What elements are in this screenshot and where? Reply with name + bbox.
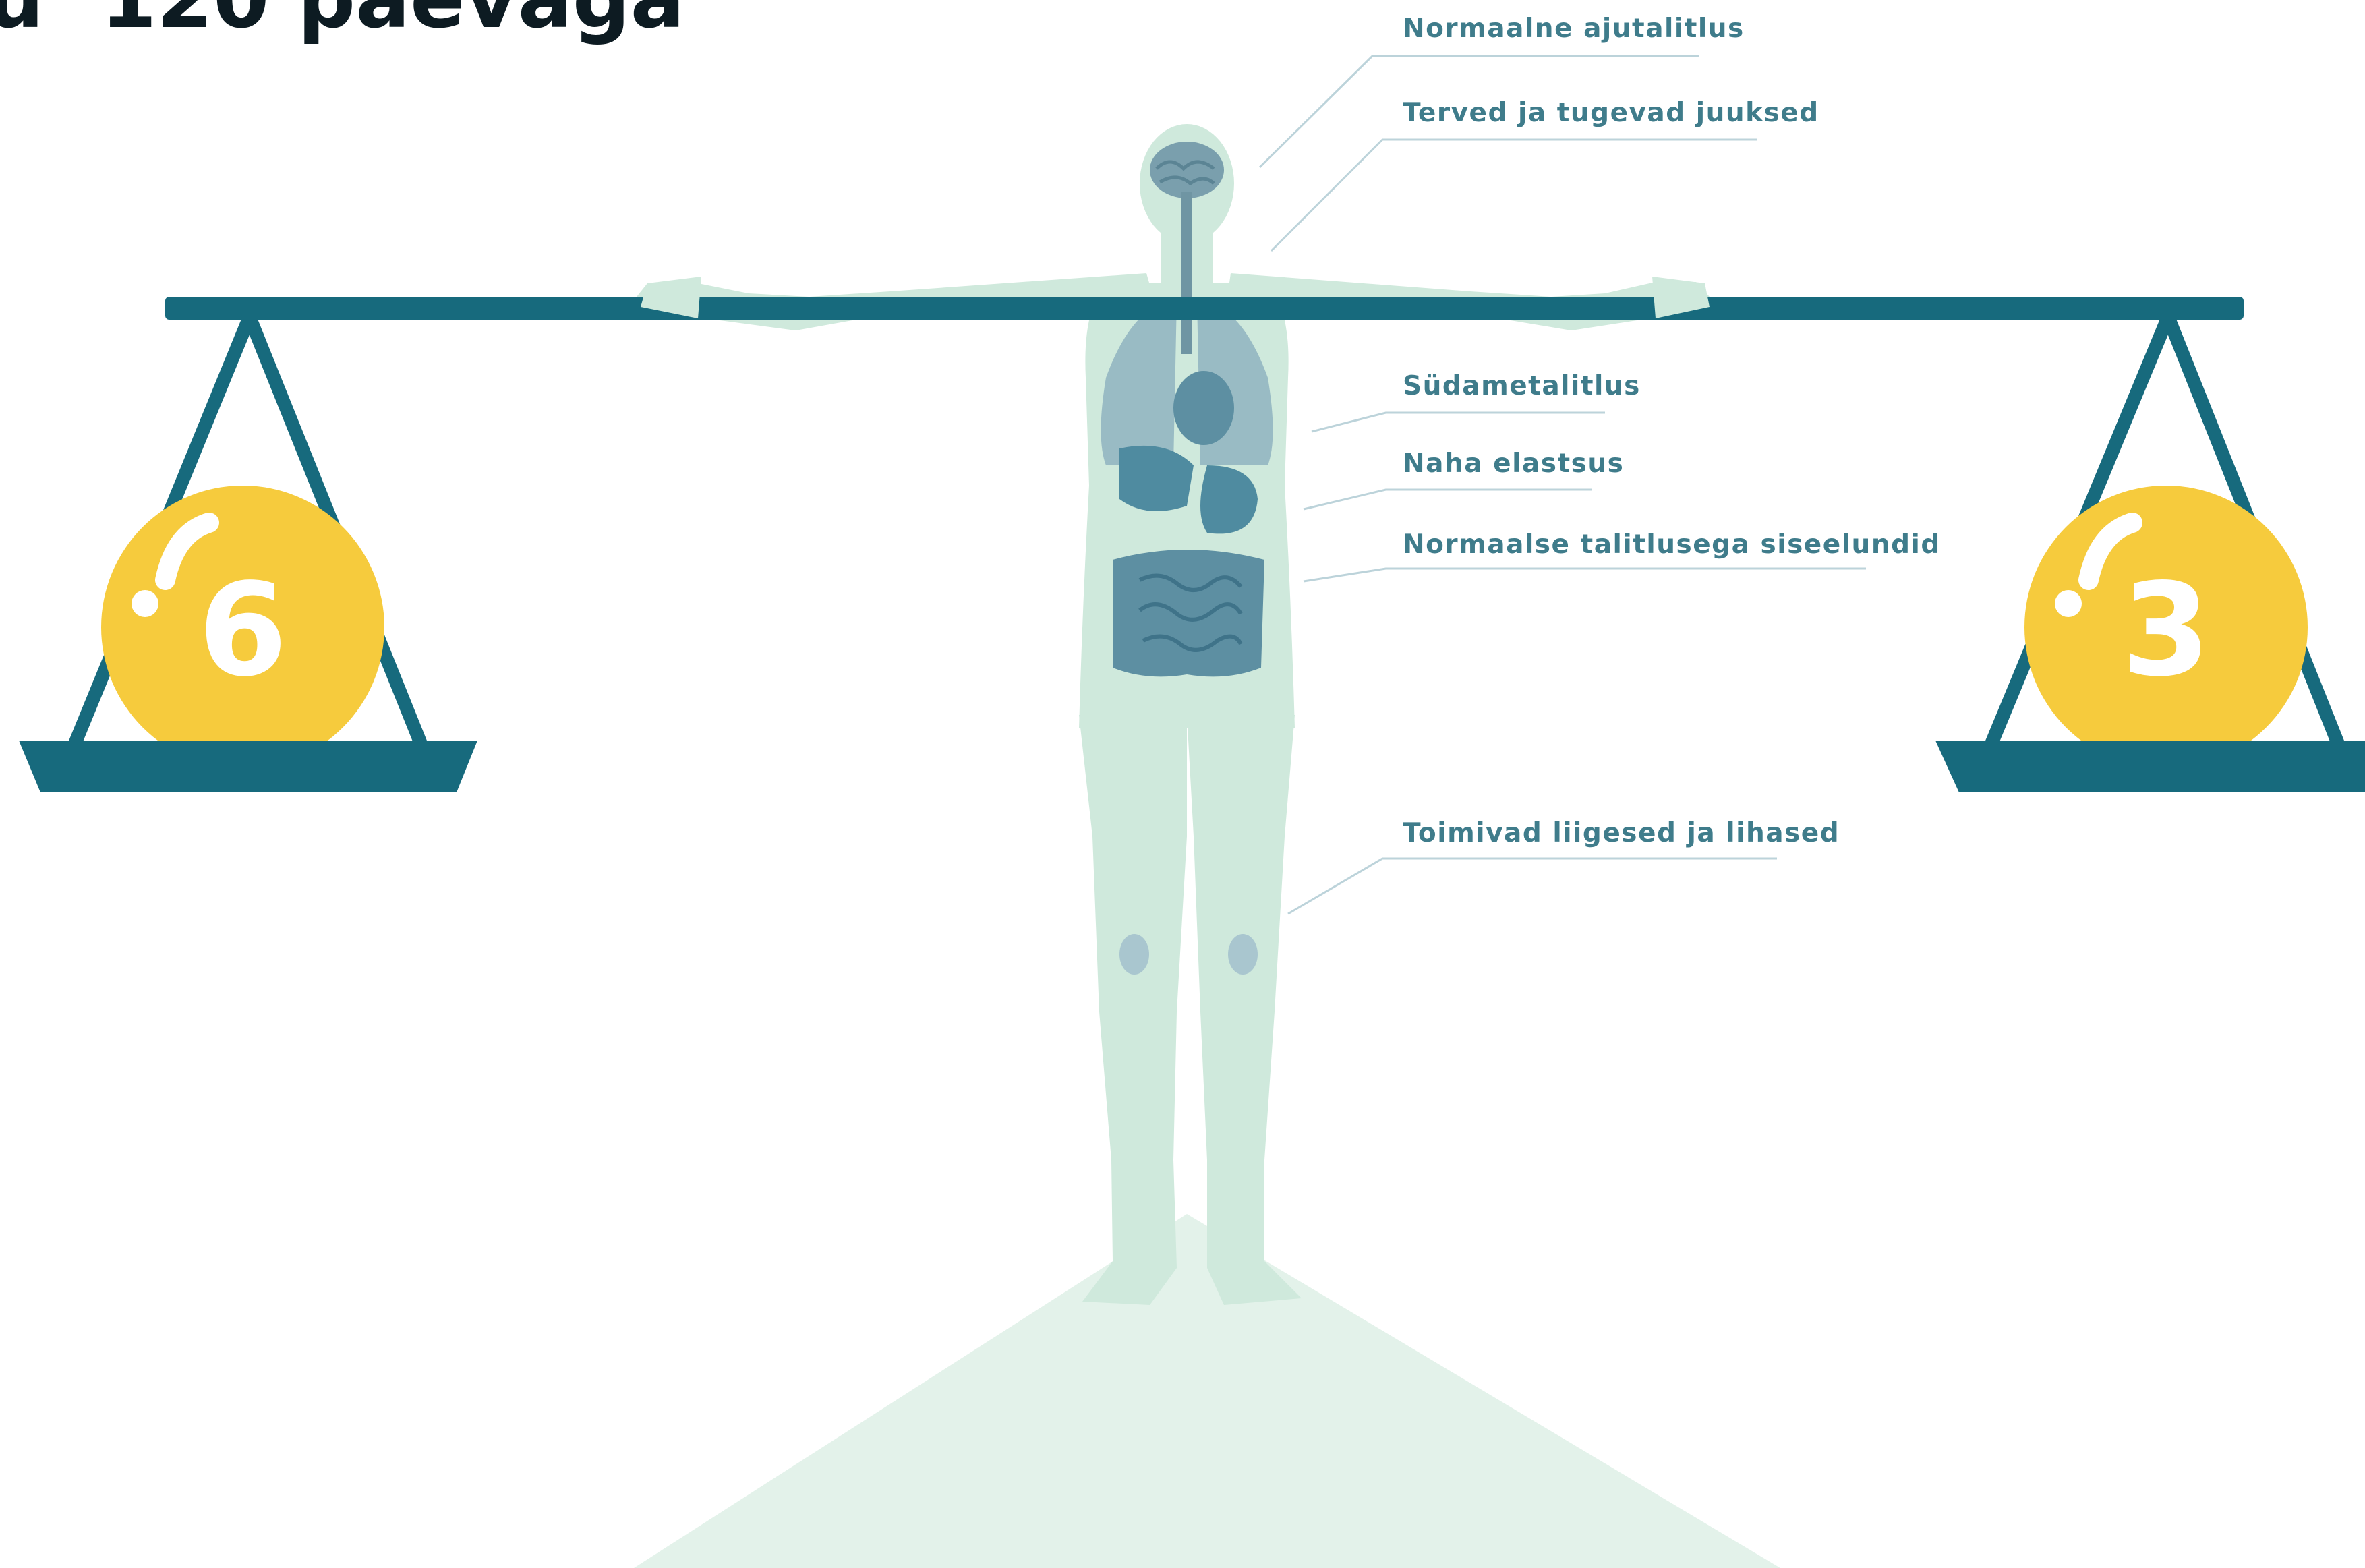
spine <box>1181 192 1192 354</box>
label-heart-function: Südametalitlus <box>1403 371 1641 401</box>
page-title: u 120 päevaga <box>0 0 685 47</box>
right-leg <box>1187 715 1302 1305</box>
label-healthy-hair: Terved ja tugevad juuksed <box>1403 98 1819 128</box>
label-brain-function: Normaalne ajutalitlus <box>1403 13 1745 44</box>
label-joints-muscles: Toimivad liigesed ja lihased <box>1403 818 1840 848</box>
right-weight-dot <box>2055 590 2082 617</box>
label-internal-organs: Normaalse talitlusega siseelundid <box>1403 529 1941 560</box>
leader-lines <box>1260 56 1866 914</box>
left-weight-number: 6 <box>198 556 287 705</box>
right-pan-base <box>1935 741 2365 792</box>
heart <box>1173 371 1234 445</box>
leader-organs <box>1304 569 1866 581</box>
leader-hair <box>1271 140 1757 251</box>
balance-beam <box>165 297 2244 320</box>
left-knee <box>1119 934 1149 975</box>
left-pan-base <box>19 741 477 792</box>
left-scale-pan: 6 <box>19 317 477 792</box>
left-leg <box>1079 715 1187 1305</box>
left-weight-dot <box>132 590 158 617</box>
label-skin-elasticity: Naha elastsus <box>1403 448 1624 479</box>
brain <box>1150 142 1224 198</box>
right-weight-number: 3 <box>2122 556 2211 705</box>
leader-heart <box>1312 413 1605 432</box>
leader-skin <box>1304 490 1592 509</box>
right-scale-pan: 3 <box>1935 317 2365 792</box>
right-knee <box>1228 934 1258 975</box>
leader-joints <box>1288 859 1777 914</box>
